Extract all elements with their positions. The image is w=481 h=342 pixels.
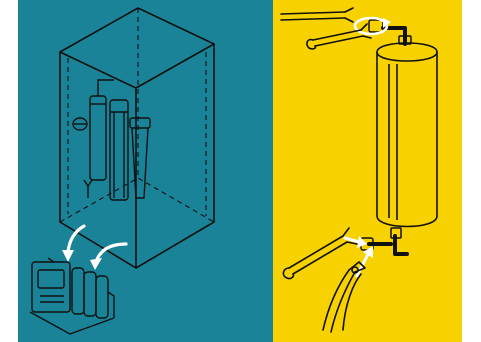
- right-panel-background: [273, 0, 462, 342]
- right-panel-illustration: [273, 0, 462, 342]
- left-panel-illustration: [18, 0, 273, 342]
- right-panel: [273, 0, 462, 342]
- left-panel: [18, 0, 273, 342]
